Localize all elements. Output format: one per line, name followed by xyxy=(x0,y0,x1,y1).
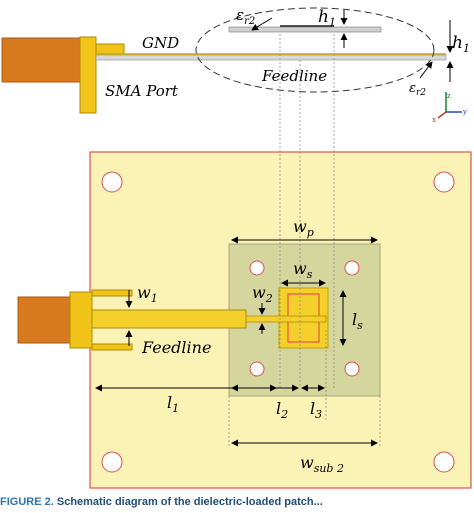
ws-label: ws xyxy=(293,259,313,281)
mounting-hole-bl xyxy=(101,451,123,473)
zoom-ellipse xyxy=(195,7,435,93)
figure-caption: FIGURE 2. Schematic diagram of the diele… xyxy=(0,496,474,513)
sma-prong-top xyxy=(91,289,133,297)
axis-z-label: z xyxy=(447,92,451,100)
sma-connector-flange-top xyxy=(69,291,93,349)
feedline-top-label: Feedline xyxy=(141,338,211,357)
er2-right-arrow xyxy=(419,61,433,79)
h1-inner-label: h1 xyxy=(318,7,336,29)
ls-label: ls xyxy=(352,310,363,332)
w2-label: w2 xyxy=(252,283,273,305)
mounting-hole-tl xyxy=(101,171,123,193)
sma-prong-bottom xyxy=(91,343,133,351)
patch-hole-1 xyxy=(249,260,265,276)
side-view: GND SMA Port Feedline εr2 h1 h1 εr2 z y … xyxy=(1,6,470,124)
sma-connector-body-top xyxy=(17,296,71,344)
mounting-hole-br xyxy=(433,451,455,473)
sma-connector-body xyxy=(1,37,81,83)
feedline-side-label: Feedline xyxy=(261,67,327,85)
figure-number: FIGURE 2. xyxy=(0,496,54,508)
wp-label: wp xyxy=(293,217,314,239)
feedline-top xyxy=(91,309,247,329)
mounting-hole-tr xyxy=(433,171,455,193)
h1-right-label: h1 xyxy=(452,33,470,55)
feedline-narrow xyxy=(245,315,327,323)
figure-caption-text: Schematic diagram of the dielectric-load… xyxy=(56,496,323,508)
patch-hole-2 xyxy=(344,260,360,276)
wsub2-label: wsub 2 xyxy=(300,453,344,475)
er2-right-label: εr2 xyxy=(409,81,426,98)
er2-label: εr2 xyxy=(236,6,255,27)
gnd-label: GND xyxy=(142,34,179,52)
upper-substrate-plate xyxy=(228,26,382,33)
sma-connector-pin xyxy=(95,43,125,55)
axis-x-label: x xyxy=(432,116,436,124)
er2-arrow xyxy=(251,17,273,31)
axis-triad-icon: z y x xyxy=(432,92,467,124)
sma-port-label: SMA Port xyxy=(105,82,179,100)
l1-label: l1 xyxy=(167,393,179,415)
sma-connector-flange xyxy=(79,36,97,114)
w1-label: w1 xyxy=(137,283,158,305)
patch-hole-3 xyxy=(249,361,265,377)
ground-plane-side xyxy=(95,54,447,61)
l3-label: l3 xyxy=(310,399,322,421)
patch-hole-4 xyxy=(344,361,360,377)
top-view: wp ws ls w1 w2 Feedline l1 l2 l3 xyxy=(17,34,472,489)
axis-y-label: y xyxy=(462,108,467,116)
l2-label: l2 xyxy=(276,399,288,421)
